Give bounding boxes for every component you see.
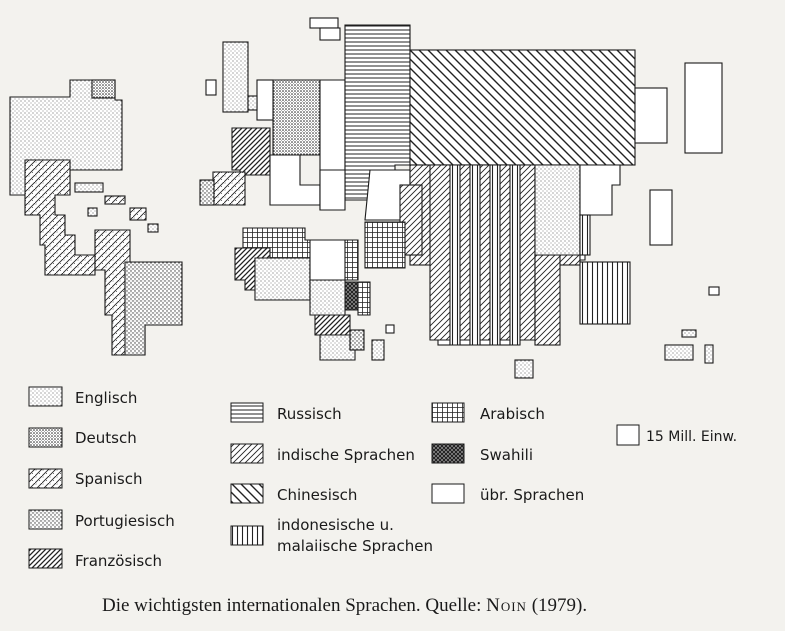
legend-swatch-scale — [616, 424, 640, 446]
caribbean-3 — [87, 207, 98, 217]
east-africa-swahili — [344, 281, 359, 311]
australia-2 — [704, 344, 714, 364]
central-africa — [309, 239, 346, 281]
iceland — [205, 79, 217, 96]
southern-africa — [319, 334, 356, 361]
legend-swatch-chinesisch — [230, 483, 264, 504]
legend-label-indisch: indische Sprachen — [277, 446, 415, 464]
legend-item-russisch: Russisch — [230, 402, 342, 423]
legend-item-uebrige: übr. Sprachen — [431, 483, 584, 504]
legend-label-chinesisch: Chinesisch — [277, 486, 357, 504]
legend: Englisch Deutsch Spanisch Portugiesisch … — [28, 386, 737, 570]
west-africa-englisch — [254, 257, 311, 301]
france-franzoesisch — [231, 127, 271, 176]
russia-north-2 — [319, 27, 341, 41]
legend-item-englisch: Englisch — [28, 386, 137, 407]
legend-swatch-russisch — [230, 402, 264, 423]
legend-label-portugiesisch: Portugiesisch — [75, 512, 175, 530]
india-south-stripes — [449, 164, 521, 346]
germany-deutsch — [272, 79, 321, 161]
alaska-englisch — [91, 79, 116, 99]
legend-swatch-spanisch — [28, 468, 63, 489]
india-east — [534, 254, 561, 346]
legend-label-englisch: Englisch — [75, 389, 137, 407]
ethiopia — [357, 281, 371, 316]
italy-balkans — [269, 154, 321, 206]
turkey — [319, 169, 346, 211]
caribbean-2 — [104, 195, 126, 205]
madagascar — [371, 339, 385, 361]
caption-text: Die wichtigsten internationalen Sprachen… — [102, 595, 486, 616]
mexico-spanisch — [24, 159, 96, 276]
legend-item-portugiesisch: Portugiesisch — [28, 509, 175, 530]
indian-ocean-isl — [385, 324, 395, 334]
caption-year: (1979). — [527, 595, 587, 616]
legend-item-deutsch: Deutsch — [28, 427, 137, 448]
scandinavia — [222, 41, 249, 113]
caribbean-4 — [129, 207, 147, 221]
legend-item-arabisch: Arabisch — [431, 402, 545, 423]
brazil-portugiesisch — [124, 261, 183, 356]
legend-swatch-swahili — [431, 443, 465, 464]
mongolia — [634, 87, 668, 144]
legend-swatch-uebrige — [431, 483, 465, 504]
indochina — [579, 164, 621, 261]
central-africa-franz — [314, 314, 351, 336]
figure-caption: Die wichtigsten internationalen Sprachen… — [102, 595, 587, 616]
legend-label-spanisch: Spanisch — [75, 470, 142, 488]
legend-label-franzoesisch: Französisch — [75, 552, 162, 570]
legend-swatch-indonesisch — [230, 525, 264, 546]
sri-lanka — [514, 359, 534, 379]
legend-label-deutsch: Deutsch — [75, 429, 137, 447]
mozambique — [349, 329, 365, 351]
indonesia-indonesisch — [579, 261, 631, 325]
caribbean-1 — [74, 182, 104, 193]
ireland — [247, 95, 258, 111]
legend-label-russisch: Russisch — [277, 405, 342, 423]
australia-1 — [664, 344, 694, 361]
legend-swatch-englisch — [28, 386, 63, 407]
cartogram-map — [9, 17, 723, 379]
legend-item-swahili: Swahili — [431, 443, 533, 464]
china-chinesisch — [409, 49, 636, 166]
legend-swatch-indisch — [230, 443, 264, 464]
legend-item-indisch: indische Sprachen — [230, 443, 415, 464]
legend-item-indonesisch: indonesische u. malaiische Sprachen — [230, 516, 433, 555]
legend-swatch-portugiesisch — [28, 509, 63, 530]
legend-swatch-deutsch — [28, 427, 63, 448]
legend-label-scale: 15 Mill. Einw. — [646, 429, 737, 445]
legend-swatch-arabisch — [431, 402, 465, 423]
caribbean-5 — [147, 223, 159, 233]
legend-label-swahili: Swahili — [480, 446, 533, 464]
legend-swatch-franzoesisch — [28, 548, 63, 569]
iberia-spanisch — [212, 171, 246, 206]
korea — [649, 189, 673, 246]
legend-item-franzoesisch: Französisch — [28, 548, 162, 570]
legend-item-scale: 15 Mill. Einw. — [616, 424, 737, 446]
legend-item-chinesisch: Chinesisch — [230, 483, 357, 504]
pacific-2 — [681, 329, 697, 338]
legend-label-uebrige: übr. Sprachen — [480, 486, 584, 504]
pacific-1 — [708, 286, 720, 296]
indochina-stripe — [579, 214, 591, 256]
russia-north-1 — [309, 17, 339, 29]
legend-item-spanisch: Spanisch — [28, 468, 142, 489]
east-africa-englisch — [309, 279, 346, 316]
uk-englisch — [256, 79, 274, 121]
southeast-asia — [534, 164, 581, 256]
legend-label-arabisch: Arabisch — [480, 405, 545, 423]
legend-label-indonesisch-line2: malaiische Sprachen — [277, 537, 433, 555]
arabic-peninsula — [364, 221, 406, 269]
caption-author: Noin — [486, 595, 527, 616]
japan — [684, 62, 723, 154]
legend-label-indonesisch-line1: indonesische u. — [277, 516, 394, 534]
portugal-portugiesisch — [199, 179, 215, 206]
